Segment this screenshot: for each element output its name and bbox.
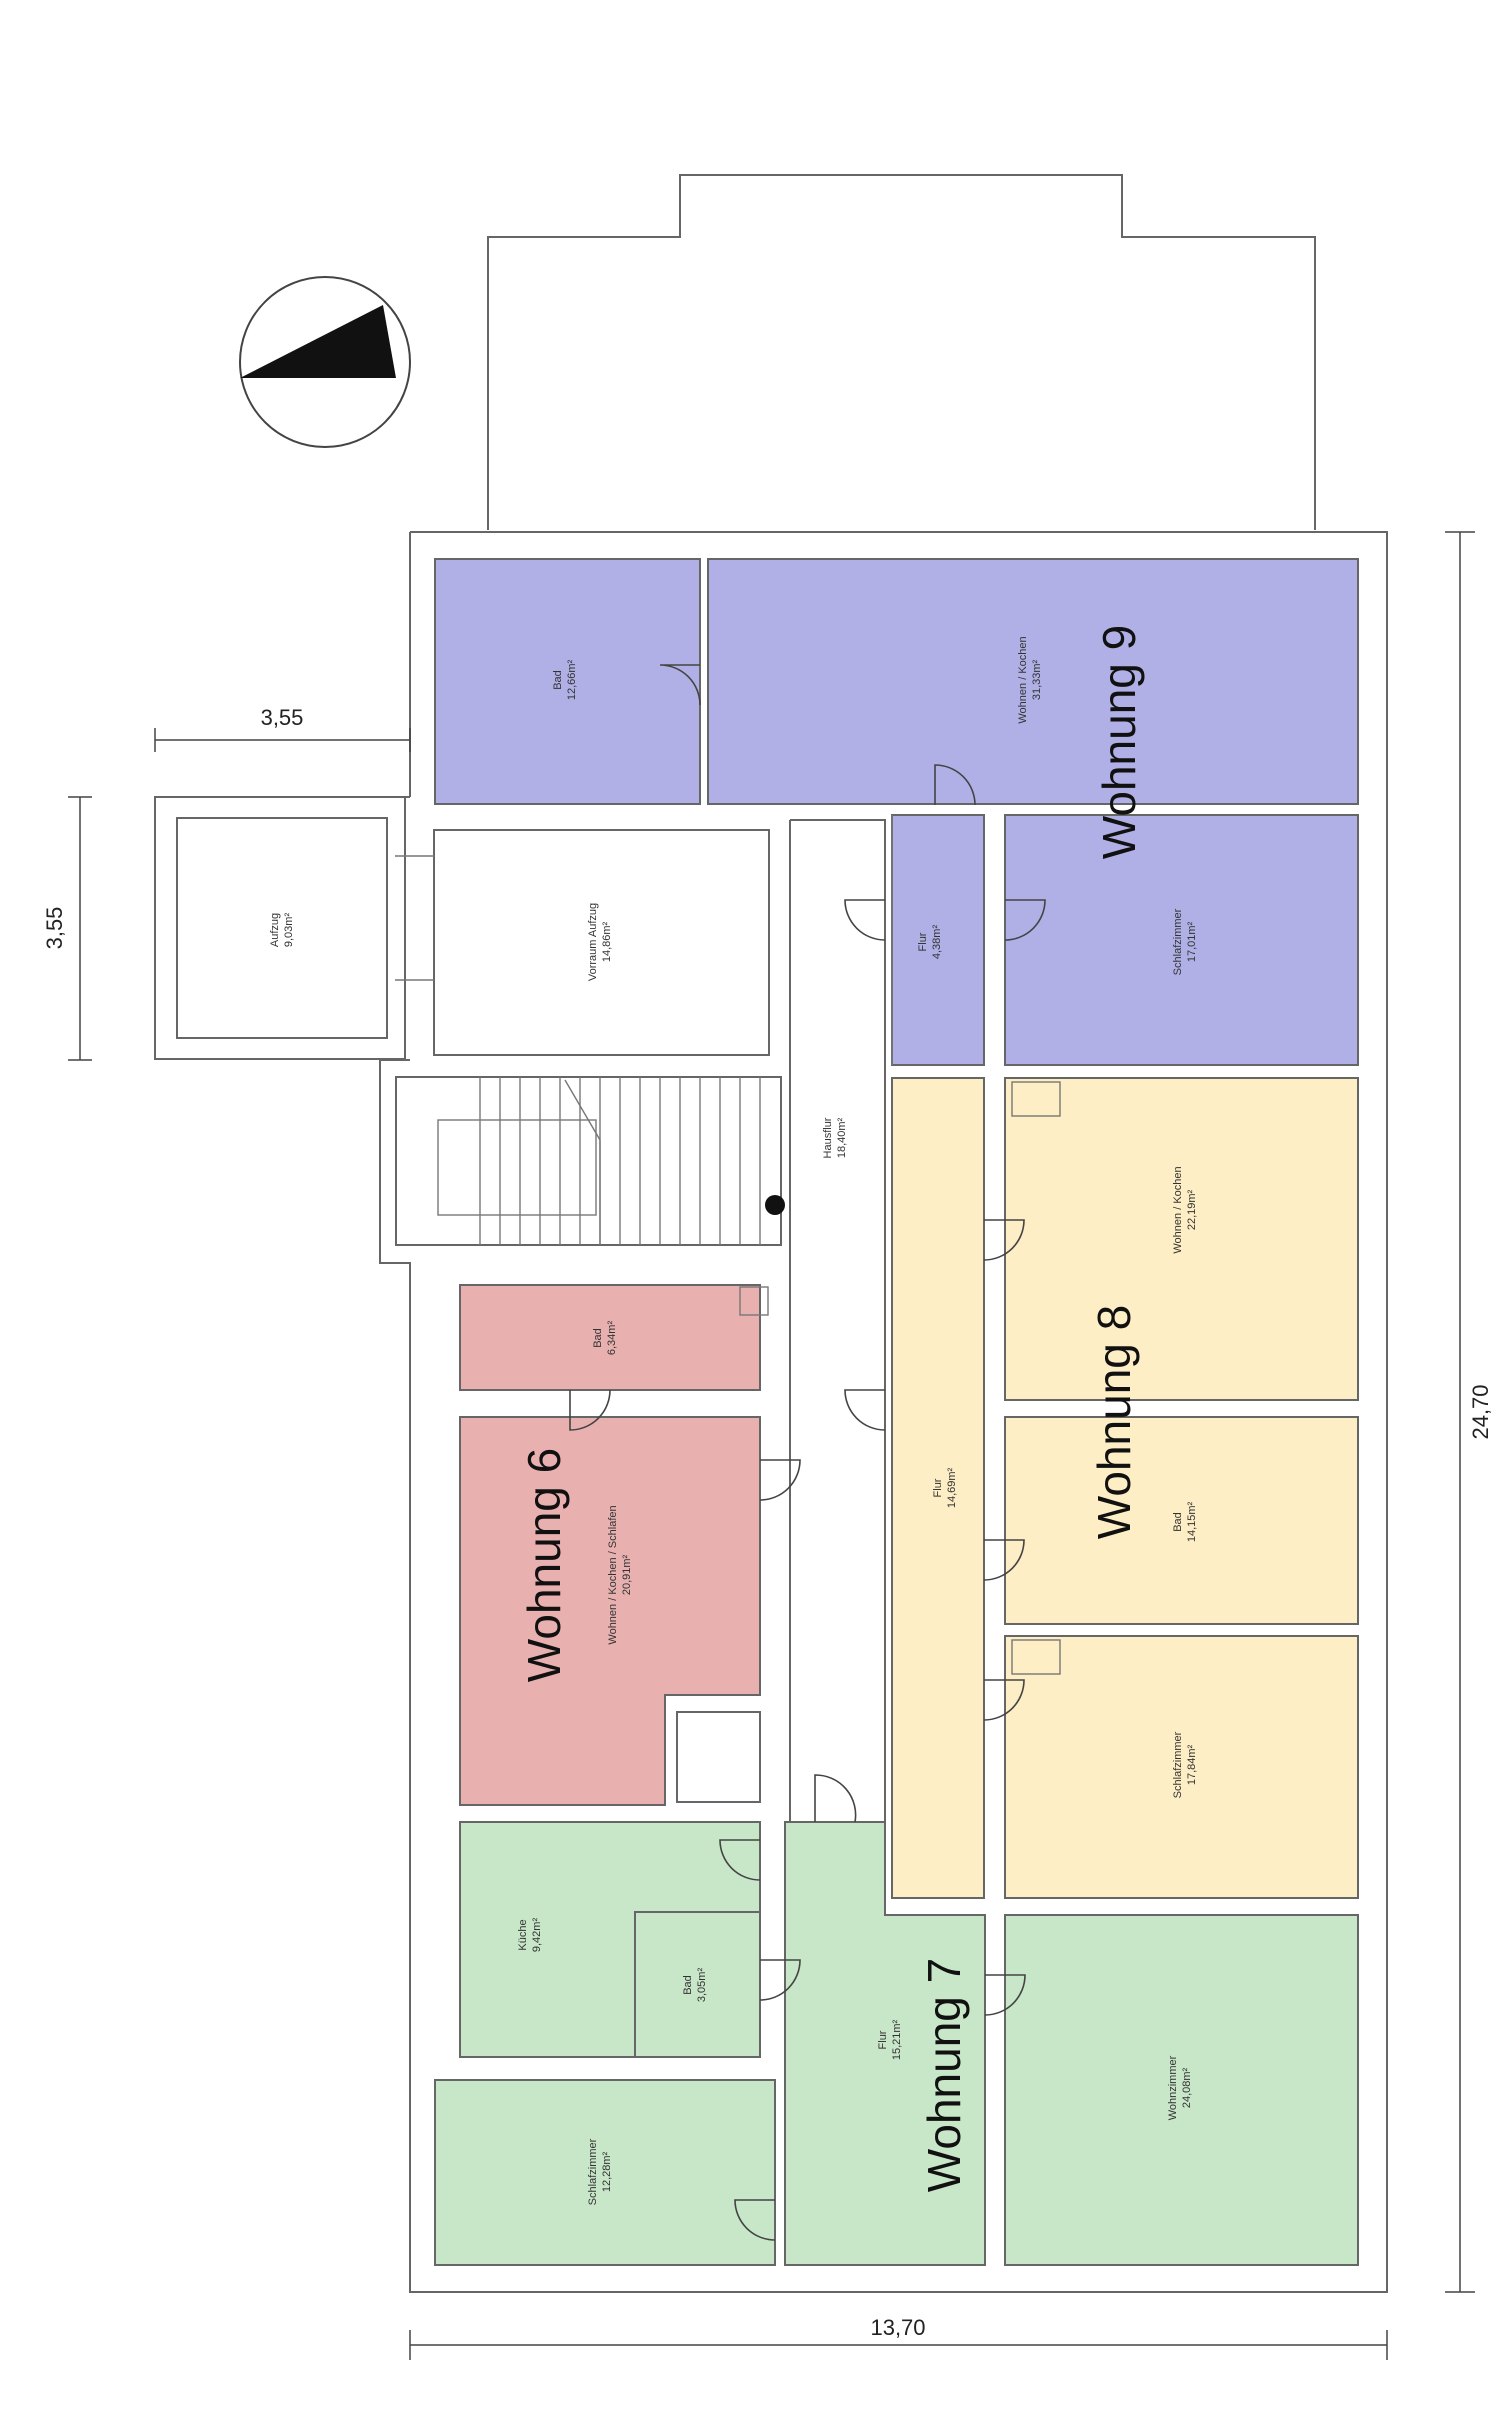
svg-text:14,15m²: 14,15m² [1186, 1501, 1198, 1542]
label-hausflur: Hausflur 18,40m² [822, 1117, 848, 1158]
label-w9-schlafen: Schlafzimmer 17,01m² [1172, 908, 1198, 975]
room-w7-flur [784, 1821, 986, 2266]
room-w6-wohnen [459, 1416, 761, 1806]
room-w7-schlafen [434, 2079, 776, 2266]
svg-text:9,03m²: 9,03m² [283, 913, 295, 948]
label-w9-bad: Bad 12,66m² [552, 659, 578, 700]
label-w8-schlafen: Schlafzimmer 17,84m² [1172, 1731, 1198, 1798]
label-w8-wohnen: Wohnen / Kochen 22,19m² [1172, 1166, 1198, 1253]
svg-text:Wohnen / Kochen / Schlafen: Wohnen / Kochen / Schlafen [607, 1505, 619, 1644]
apartment-labels: Wohnung 9 Wohnung 8 Wohnung 7 Wohnung 6 [518, 625, 1145, 2192]
staircase [437, 1077, 785, 1245]
svg-text:14,86m²: 14,86m² [601, 921, 613, 962]
room-w9-schlafen [1004, 814, 1359, 1066]
svg-text:4,38m²: 4,38m² [931, 925, 943, 960]
room-w6-bad [459, 1284, 761, 1391]
label-w9-wohnen: Wohnen / Kochen 31,33m² [1017, 636, 1043, 723]
dimension-labels: 3,55 3,55 13,70 24,70 [42, 705, 1493, 2340]
svg-text:31,33m²: 31,33m² [1031, 659, 1043, 700]
label-w7-bad: Bad 3,05m² [682, 1968, 708, 2003]
svg-text:20,91m²: 20,91m² [621, 1554, 633, 1595]
svg-text:18,40m²: 18,40m² [836, 1117, 848, 1158]
room-w8-schlafen [1004, 1635, 1359, 1899]
room-labels: Bad 12,66m² Wohnen / Kochen 31,33m² Flur… [269, 636, 1198, 2205]
svg-text:Wohnen / Kochen: Wohnen / Kochen [1172, 1166, 1184, 1253]
label-w7-flur: Flur 15,21m² [877, 2019, 903, 2060]
room-w7-bad [634, 1911, 761, 2058]
room-w9-bad [434, 558, 701, 805]
upper-outline [487, 174, 1316, 530]
dim-elevator-width: 3,55 [261, 705, 304, 730]
svg-text:Schlafzimmer: Schlafzimmer [1172, 1731, 1184, 1798]
svg-text:Schlafzimmer: Schlafzimmer [1172, 908, 1184, 975]
svg-text:Vorraum Aufzug: Vorraum Aufzug [587, 903, 599, 981]
svg-text:15,21m²: 15,21m² [891, 2019, 903, 2060]
svg-text:3,05m²: 3,05m² [696, 1968, 708, 2003]
room-w8-flur [891, 1077, 985, 1899]
apartment-6 [459, 1284, 769, 1806]
svg-text:24,08m²: 24,08m² [1181, 2067, 1193, 2108]
svg-text:Bad: Bad [1172, 1512, 1184, 1532]
label-w8-bad: Bad 14,15m² [1172, 1501, 1198, 1542]
apartment-9 [434, 558, 1359, 1066]
svg-text:Wohnen / Kochen: Wohnen / Kochen [1017, 636, 1029, 723]
svg-text:17,84m²: 17,84m² [1186, 1744, 1198, 1785]
label-w6-bad: Bad 6,34m² [592, 1321, 618, 1356]
room-w9-wohnen [707, 558, 1359, 805]
label-vorraum: Vorraum Aufzug 14,86m² [587, 903, 613, 981]
svg-text:Bad: Bad [552, 670, 564, 690]
label-w7-wohnen: Wohnzimmer 24,08m² [1167, 2055, 1193, 2120]
svg-text:12,28m²: 12,28m² [601, 2151, 613, 2192]
label-w6-wohnen: Wohnen / Kochen / Schlafen 20,91m² [607, 1505, 633, 1644]
svg-text:Hausflur: Hausflur [822, 1117, 834, 1158]
room-w8-bad [1004, 1416, 1359, 1625]
svg-text:Bad: Bad [592, 1328, 604, 1348]
svg-text:14,69m²: 14,69m² [946, 1467, 958, 1508]
hallway [789, 819, 886, 1906]
svg-text:6,34m²: 6,34m² [606, 1321, 618, 1356]
svg-text:Aufzug: Aufzug [269, 913, 281, 947]
svg-text:17,01m²: 17,01m² [1186, 921, 1198, 962]
dimension-lines [68, 531, 1475, 2360]
room-w7-wohnen [1004, 1914, 1359, 2266]
room-w8-wohnen [1004, 1077, 1359, 1401]
label-wohnung-9: Wohnung 9 [1093, 625, 1145, 859]
apartment-7 [434, 1821, 1359, 2266]
label-w7-kueche: Küche 9,42m² [517, 1918, 543, 1953]
label-aufzug: Aufzug 9,03m² [269, 913, 295, 948]
label-w7-schlafen: Schlafzimmer 12,28m² [587, 2138, 613, 2205]
svg-text:22,19m²: 22,19m² [1186, 1189, 1198, 1230]
svg-text:9,42m²: 9,42m² [531, 1918, 543, 1953]
svg-text:Flur: Flur [932, 1478, 944, 1497]
building-outline [154, 531, 1388, 2293]
svg-text:12,66m²: 12,66m² [566, 659, 578, 700]
elevator-area [395, 829, 770, 1056]
label-wohnung-6: Wohnung 6 [518, 1448, 570, 1682]
label-wohnung-7: Wohnung 7 [918, 1958, 970, 2192]
dim-elevator-height: 3,55 [42, 907, 67, 950]
svg-text:Wohnzimmer: Wohnzimmer [1167, 2055, 1179, 2120]
dim-width: 13,70 [870, 2315, 925, 2340]
dim-height: 24,70 [1468, 1384, 1493, 1439]
svg-text:Küche: Küche [517, 1919, 529, 1950]
svg-text:Bad: Bad [682, 1975, 694, 1995]
svg-text:Schlafzimmer: Schlafzimmer [587, 2138, 599, 2205]
label-w8-flur: Flur 14,69m² [932, 1467, 958, 1508]
doors [569, 664, 1046, 2241]
svg-text:Flur: Flur [917, 932, 929, 951]
north-arrow-icon [239, 276, 411, 448]
apartment-8 [891, 1077, 1359, 1899]
label-wohnung-8: Wohnung 8 [1088, 1305, 1140, 1539]
svg-text:Flur: Flur [877, 2030, 889, 2049]
label-w9-flur: Flur 4,38m² [917, 925, 943, 960]
